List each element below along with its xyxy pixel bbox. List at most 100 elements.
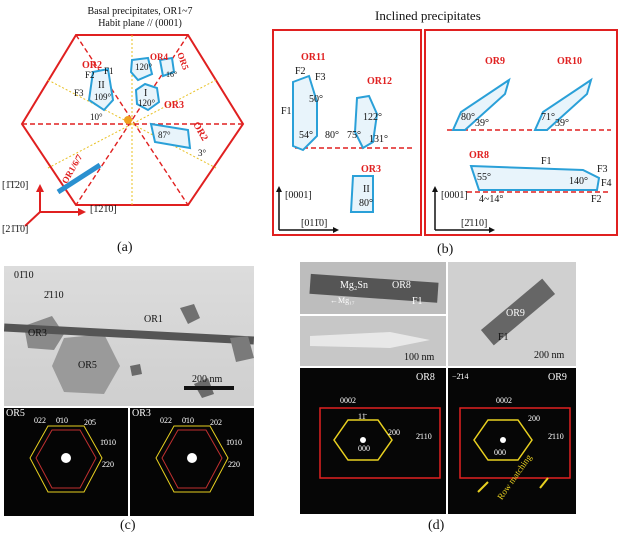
sad-d-right-i1: −2̄14 [452,372,469,381]
sad-d-left-name: OR8 [416,372,435,383]
axis-b-right-v: [0001] [441,190,468,201]
a140-label: 140° [569,176,588,187]
sad-d-left-i1: 0002 [340,396,356,405]
axis-2110: [21̄1̄0] [2,224,29,235]
sad-c-left: OR5 022 0̄10 20̄5 1̄010 2̄20 [4,408,128,516]
sad-c-left-pattern [29,425,103,493]
tem-c-axis-up: 01̄10 [14,270,34,281]
tem-image-c: OR1 OR3 OR5 200 nm 01̄10 2̄110 [4,266,254,406]
sad-c-right-i1: 022 [160,416,172,425]
tem-d-top-left: Mg₂Sn OR8 ←Mg₁₇ F1 [300,262,446,314]
sad-d-left-pattern [319,407,441,479]
f2-r: F2 [591,194,602,205]
sad-d-left: OR8 0002 11̄ 200 000 2̄110 [300,368,446,514]
panel-a-title: Basal precipitates, OR1~7 Habit plane //… [87,6,193,29]
tem-d-or9: OR9 [506,308,525,319]
tem-d-right: OR9 F1 200 nm [448,262,576,366]
tem-d-or8: OR8 [392,280,411,291]
a80b-label: 80° [359,198,373,209]
sad-d-right-i5: 2̄110 [548,432,564,441]
panel-b-title: Inclined precipitates [375,8,481,23]
tem-d-scale2: 200 nm [534,350,565,361]
panel-b: Inclined precipitates OR11 OR12 [265,0,625,262]
sad-d-left-i4: 000 [358,444,370,453]
tem-c-shapes [4,304,254,398]
or10-label: OR10 [557,56,582,67]
a39a-label: 39° [475,118,489,129]
a80-r-label: 80° [461,112,475,123]
sad-c-right-i4: 1̄010 [226,438,242,447]
f3-label-a: F3 [74,88,84,98]
or9-label: OR9 [485,56,505,67]
axis-1120: [1̄1̄20] [2,180,29,191]
sad-d-right-name: OR9 [548,372,567,383]
tem-d-mg2sn: Mg₂Sn [340,280,368,291]
sad-c-right: OR3 022 0̄10 202 1̄010 2̄20 [130,408,254,516]
sad-c-left-i5: 2̄20 [102,460,114,469]
ii-label: II [98,80,105,91]
f1-b-left: F1 [281,106,292,117]
panel-d: Mg₂Sn OR8 ←Mg₁₇ F1 100 nm OR9 F1 200 nm … [298,262,625,537]
tem-d-r-shape [480,278,556,346]
a39b-label: 39° [555,118,569,129]
tem-d-f1b: F1 [498,332,509,343]
a414-label: 4~14° [479,194,504,205]
a71-label: 71° [541,112,555,123]
sad-c-right-i2: 0̄10 [182,416,194,425]
ii-b-label: II [363,184,370,195]
caption-a: (a) [117,240,133,255]
sad-c-left-i4: 1̄010 [100,438,116,447]
sad-d-right-i3: 200 [528,414,540,423]
tem-c-or3: OR3 [28,328,47,339]
angle-87: 87° [158,130,171,140]
f2-b-left: F2 [295,66,306,77]
sad-d-right: OR9 −2̄14 0002 200 000 2̄110 Row matchin… [448,368,576,514]
caption-c: (c) [120,518,136,533]
f3-r: F3 [597,164,608,175]
or3-b-label: OR3 [361,164,381,175]
tem-c-axis-right: 2̄110 [44,290,64,301]
or8-label: OR8 [469,150,489,161]
tem-d-mg17: ←Mg₁₇ [330,296,355,305]
tem-d-tl-shape [309,273,439,303]
sad-d-left-i3: 200 [388,428,400,437]
sad-c-right-i3: 202 [210,418,222,427]
angle-16: 16° [166,70,178,79]
or11-label: OR11 [301,52,326,63]
tem-d-scale1: 100 nm [404,352,435,363]
a54-label: 54° [299,130,313,141]
axis-b-left-v: [0001] [285,190,312,201]
angle-120a: 120° [135,62,153,72]
i-label: I [144,88,148,99]
a55-label: 55° [477,172,491,183]
sad-d-right-i4: 000 [494,448,506,457]
or12-label: OR12 [367,76,392,87]
angle-109: 109° [94,92,112,102]
sad-c-left-i2: 0̄10 [56,416,68,425]
tem-c-or5: OR5 [78,360,97,371]
sad-d-right-pattern [459,407,571,493]
axis-1210: [1̄21̄0] [90,204,117,215]
caption-d: (d) [428,518,445,533]
f1-r: F1 [541,156,552,167]
a131-label: 131° [369,134,388,145]
f2-label-a: F2 [85,70,95,80]
a50-label: 50° [309,94,323,105]
or3-label: OR3 [164,100,184,111]
sad-c-left-i1: 022 [34,416,46,425]
axis-b-left-h: [011̄0] [301,218,328,229]
sad-c-left-name: OR5 [6,408,25,419]
axis-b-right-h: [2̄110] [461,218,488,229]
sad-d-left-i5: 2̄110 [416,432,432,441]
sad-d-right-i2: 0002 [496,396,512,405]
sad-d-left-i2: 11̄ [358,412,366,421]
angle-3: 3° [198,148,207,158]
panel-b-diagram [272,29,618,236]
panel-c: OR1 OR3 OR5 200 nm 01̄10 2̄110 OR5 022 0… [0,262,260,537]
a75-label: 75° [347,130,361,141]
sad-c-left-i3: 20̄5 [84,418,96,427]
tem-d-ml-shape [310,332,430,348]
f1-label-a: F1 [104,66,114,76]
f4-r: F4 [601,178,612,189]
caption-b: (b) [437,242,454,257]
